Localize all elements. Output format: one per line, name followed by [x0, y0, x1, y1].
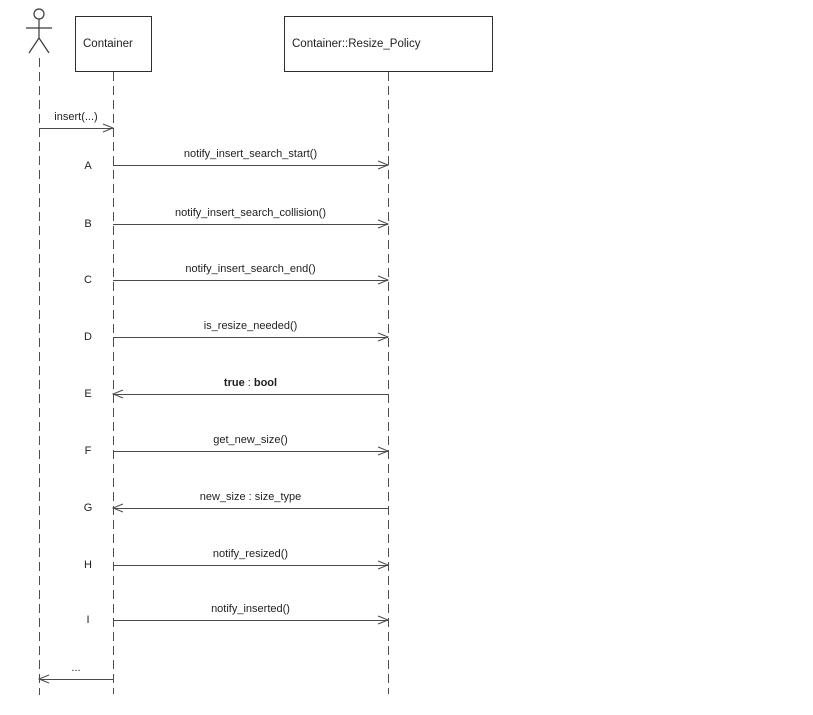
arrowhead-right-icon	[377, 275, 389, 285]
message-line	[113, 451, 388, 452]
message-label: notify_insert_search_end()	[185, 263, 316, 275]
message-line	[113, 280, 388, 281]
sequence-tag-a: A	[84, 160, 92, 172]
message-line	[113, 508, 388, 509]
arrowhead-right-icon	[377, 615, 389, 625]
arrowhead-left-icon	[112, 389, 124, 399]
message-label: ...	[71, 662, 81, 674]
return-type: bool	[253, 377, 278, 389]
message-label: notify_insert_search_collision()	[174, 207, 326, 219]
message-line	[39, 679, 113, 680]
message-label: notify_inserted()	[211, 603, 290, 615]
arrowhead-right-icon	[377, 446, 389, 456]
lifeline-resize-policy	[387, 72, 389, 694]
arrowhead-right-icon	[377, 332, 389, 342]
message-label: get_new_size()	[213, 434, 288, 446]
object-box-resize-policy: Container::Resize_Policy	[284, 16, 493, 72]
return-value: true	[223, 377, 245, 389]
object-label-container: Container	[83, 38, 133, 50]
sequence-tag-h: H	[84, 559, 92, 571]
type-separator: :	[244, 377, 254, 389]
object-label-resize-policy: Container::Resize_Policy	[292, 38, 421, 50]
arrowhead-right-icon	[377, 219, 389, 229]
sequence-tag-g: G	[83, 502, 93, 514]
message-line	[113, 394, 388, 395]
arrowhead-right-icon	[377, 160, 389, 170]
sequence-tag-f: F	[84, 445, 92, 457]
message-line	[113, 337, 388, 338]
message-line	[113, 165, 388, 166]
message-label: notify_insert_search_start()	[183, 148, 318, 160]
lifeline-actor	[38, 58, 40, 695]
message-line	[39, 128, 113, 129]
message-line	[113, 224, 388, 225]
sequence-tag-i: I	[86, 614, 90, 626]
object-box-container: Container	[75, 16, 152, 72]
arrowhead-left-icon	[112, 503, 124, 513]
sequence-tag-e: E	[84, 388, 92, 400]
arrowhead-right-icon	[377, 560, 389, 570]
arrowhead-right-icon	[102, 123, 114, 133]
message-label: new_size : size_type	[199, 491, 302, 503]
sequence-tag-d: D	[84, 331, 92, 343]
message-label: insert(...)	[54, 111, 98, 123]
message-line	[113, 620, 388, 621]
sequence-tag-b: B	[84, 218, 92, 230]
message-label: notify_resized()	[212, 548, 289, 560]
message-line	[113, 565, 388, 566]
message-label: is_resize_needed()	[203, 320, 298, 332]
arrowhead-left-icon	[38, 674, 50, 684]
message-label: true : bool	[113, 377, 388, 389]
lifeline-container	[112, 72, 114, 694]
actor-icon	[26, 8, 52, 54]
sequence-tag-c: C	[84, 274, 92, 286]
